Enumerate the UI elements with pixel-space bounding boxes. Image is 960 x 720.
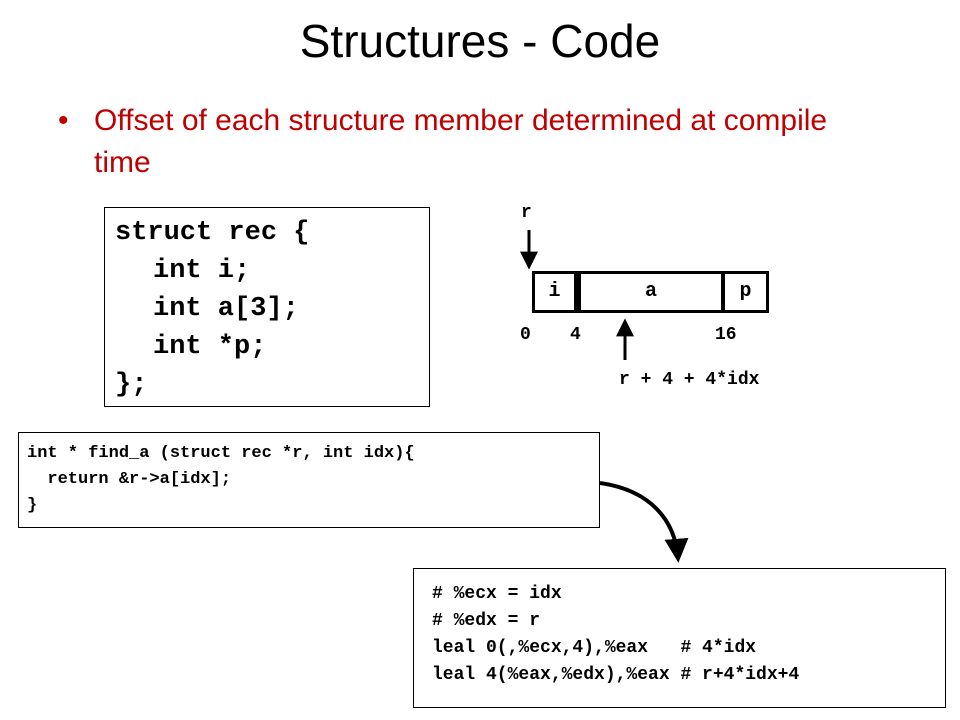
c-code-line: } [27, 496, 38, 515]
compile-arrow [599, 481, 689, 563]
struct-line: struct rec { [115, 218, 310, 248]
bullet-point: • Offset of each structure member determ… [58, 100, 878, 184]
bullet-text: Offset of each structure member determin… [94, 104, 828, 179]
memory-cell-divider [721, 271, 725, 313]
asm-line: leal 4(%eax,%edx),%eax # r+4*idx+4 [432, 665, 800, 685]
struct-line: int *p; [153, 332, 267, 362]
bullet-dot: • [58, 104, 69, 137]
c-code-line: int * find_a (struct rec *r, int idx){ [27, 444, 415, 463]
asm-line: # %ecx = idx [432, 584, 562, 604]
memory-cell-p: p [725, 271, 769, 313]
pointer-label-r: r [521, 203, 532, 223]
asm-line: # %edx = r [432, 611, 541, 631]
slide-title: Structures - Code [299, 15, 661, 67]
struct-line: int a[3]; [153, 294, 299, 324]
address-label: r + 4 + 4*idx [619, 370, 760, 390]
c-function-box: int * find_a (struct rec *r, int idx){ r… [18, 432, 600, 528]
struct-definition-box: struct rec { int i; int a[3]; int *p; }; [104, 207, 430, 407]
c-code-line: return &r->a[idx]; [27, 470, 232, 489]
struct-line: int i; [153, 256, 251, 286]
memory-cell-i: i [532, 271, 577, 313]
memory-cell-a: a [581, 271, 721, 313]
struct-line: }; [115, 370, 148, 400]
memory-cell-divider [577, 271, 581, 313]
offset-label-16: 16 [715, 325, 737, 345]
asm-line: leal 0(,%ecx,4),%eax # 4*idx [432, 638, 757, 658]
offset-label-0: 0 [520, 325, 531, 345]
offset-label-4: 4 [570, 325, 581, 345]
assembly-box: # %ecx = idx # %edx = r leal 0(,%ecx,4),… [413, 568, 946, 708]
